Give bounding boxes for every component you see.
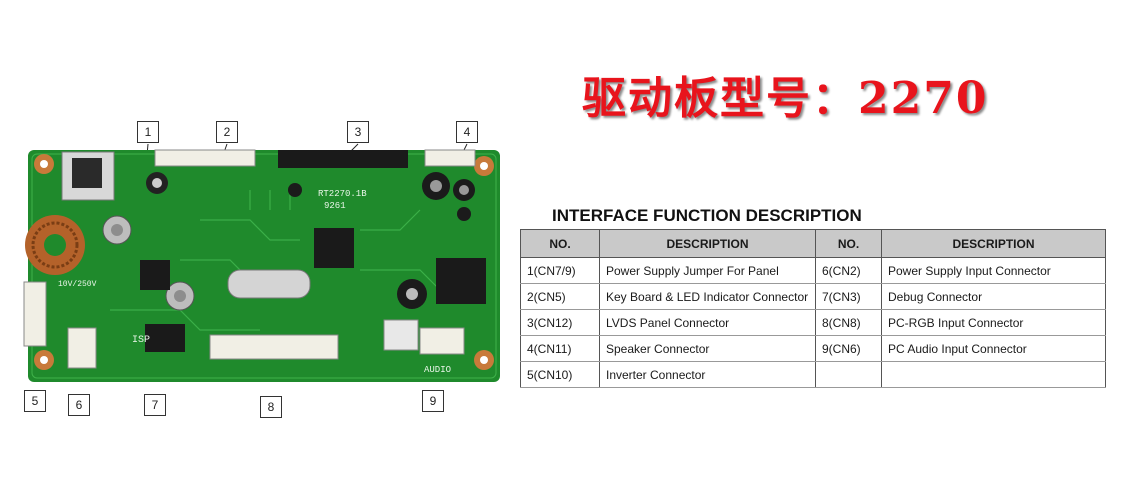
cell-description: Debug Connector xyxy=(881,283,1106,310)
connectors xyxy=(23,149,476,369)
crystal xyxy=(227,269,311,299)
board-diagram: RT2270.1B 9261 10V/250V ISP AUDIO 1 2 3 … xyxy=(0,110,520,430)
cell-no: 5(CN10) xyxy=(520,361,600,388)
cell-no: 3(CN12) xyxy=(520,309,600,336)
cell-description: Speaker Connector xyxy=(599,335,816,362)
callout-4: 4 xyxy=(456,121,478,143)
cell-no xyxy=(815,361,882,388)
callout-8: 8 xyxy=(260,396,282,418)
silkscreen-audio: AUDIO xyxy=(424,365,451,375)
cell-description: Power Supply Jumper For Panel xyxy=(599,257,816,284)
cell-no: 2(CN5) xyxy=(520,283,600,310)
pcb-illustration: RT2270.1B 9261 10V/250V ISP AUDIO xyxy=(23,143,500,382)
cell-no: 8(CN8) xyxy=(815,309,882,336)
silkscreen-isp: ISP xyxy=(132,335,150,346)
callout-5: 5 xyxy=(24,390,46,412)
cell-description: Inverter Connector xyxy=(599,361,816,388)
board-model-title: 驱动板型号：2270 xyxy=(582,73,989,124)
silkscreen-voltage: 10V/250V xyxy=(58,280,97,289)
cell-no: 9(CN6) xyxy=(815,335,882,362)
table-row: 4(CN11) Speaker Connector 9(CN6) PC Audi… xyxy=(520,335,1106,362)
table-header-row: NO. DESCRIPTION NO. DESCRIPTION xyxy=(520,229,1106,258)
cell-no: 6(CN2) xyxy=(815,257,882,284)
table-row: 3(CN12) LVDS Panel Connector 8(CN8) PC-R… xyxy=(520,309,1106,336)
cell-no: 7(CN3) xyxy=(815,283,882,310)
cell-description: Key Board & LED Indicator Connector xyxy=(599,283,816,310)
silkscreen-code: 9261 xyxy=(324,201,346,211)
table-row: 1(CN7/9) Power Supply Jumper For Panel 6… xyxy=(520,257,1106,284)
cell-description: LVDS Panel Connector xyxy=(599,309,816,336)
integrated-circuits xyxy=(140,228,486,304)
interface-table: NO. DESCRIPTION NO. DESCRIPTION 1(CN7/9)… xyxy=(520,229,1106,388)
cell-description: PC-RGB Input Connector xyxy=(881,309,1106,336)
column-header-no: NO. xyxy=(815,229,882,258)
callout-3: 3 xyxy=(347,121,369,143)
callout-7: 7 xyxy=(144,394,166,416)
callout-6: 6 xyxy=(68,394,90,416)
mounting-holes xyxy=(34,154,494,370)
capacitors xyxy=(102,172,475,311)
table-row: 2(CN5) Key Board & LED Indicator Connect… xyxy=(520,283,1106,310)
column-header-description: DESCRIPTION xyxy=(599,229,816,258)
table-heading: INTERFACE FUNCTION DESCRIPTION xyxy=(552,206,862,225)
table-row: 5(CN10) Inverter Connector xyxy=(520,361,1106,388)
column-header-description: DESCRIPTION xyxy=(881,229,1106,258)
callout-1: 1 xyxy=(137,121,159,143)
scaler-ic xyxy=(314,228,354,268)
cell-description: Power Supply Input Connector xyxy=(881,257,1106,284)
silkscreen-model: RT2270.1B xyxy=(318,189,367,199)
cell-description xyxy=(881,361,1106,388)
callout-9: 9 xyxy=(422,390,444,412)
callout-2: 2 xyxy=(216,121,238,143)
column-header-no: NO. xyxy=(520,229,600,258)
cell-no: 4(CN11) xyxy=(520,335,600,362)
cell-no: 1(CN7/9) xyxy=(520,257,600,284)
cell-description: PC Audio Input Connector xyxy=(881,335,1106,362)
